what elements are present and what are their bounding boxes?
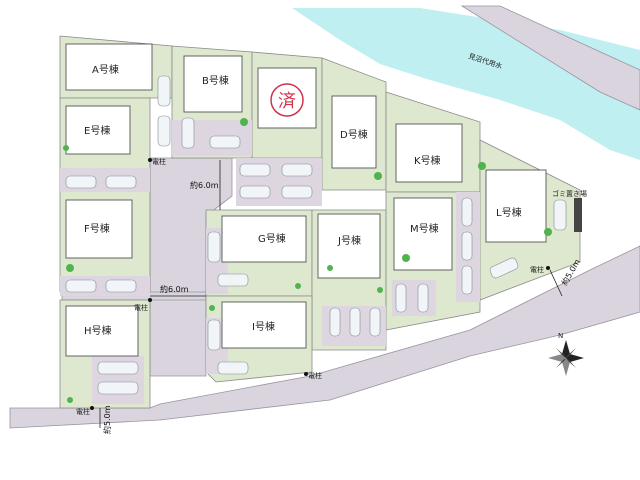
dim-outer-left: 約5.0m [102,405,112,434]
house-i[interactable] [221,301,307,349]
house-k[interactable] [395,123,463,183]
house-b[interactable] [183,55,243,113]
pole-label-4: 電柱 [530,265,544,274]
house-label-h: H号棟 [84,324,112,337]
house-label-a: A号棟 [92,63,119,76]
house-label-i: I号棟 [252,320,275,333]
house-a[interactable] [65,43,153,91]
cars [65,75,567,395]
house-label-k: K号棟 [414,154,441,167]
dim-line-outer-right [549,269,563,297]
pole-4 [546,266,550,270]
pole-1 [148,158,152,162]
house-l[interactable] [485,169,547,243]
garbage-label: ゴミ置き場 [552,189,587,198]
house-label-d: D号棟 [340,128,368,141]
dim-inner-vertical: 約6.0m [190,180,219,190]
outer-road [9,245,640,429]
pole-label-3: 電柱 [308,371,322,380]
house-label-f: F号棟 [84,222,110,235]
house-label-g: G号棟 [258,232,286,245]
dim-inner-horizontal: 約6.0m [160,284,189,294]
house-e[interactable] [65,105,131,155]
pole-label-1: 電柱 [152,157,166,166]
house-label-l: L号棟 [496,206,522,219]
pole-5 [90,406,94,410]
trees [63,118,552,403]
garbage-area [574,198,582,232]
pole-label-5: 電柱 [76,407,90,416]
house-g[interactable] [221,215,307,263]
house-f[interactable] [65,199,133,259]
pole-3 [304,372,308,376]
house-d[interactable] [331,95,377,169]
house-h[interactable] [65,305,139,357]
sold-stamp [270,83,304,117]
compass-icon [548,340,584,376]
bank-road [460,5,640,111]
pole-2 [148,298,152,302]
house-c[interactable] [257,67,317,129]
pole-label-2: 電柱 [134,303,148,312]
house-label-j: J号棟 [337,234,361,247]
house-label-b: B号棟 [202,74,229,87]
sold-mark: 済 [278,91,296,112]
house-label-m: M号棟 [410,222,439,235]
house-label-e: E号棟 [84,124,110,137]
compass-label: N [558,332,563,340]
